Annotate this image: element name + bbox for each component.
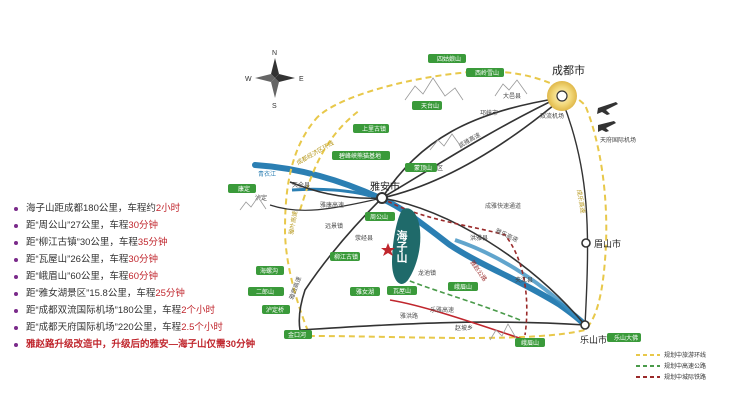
meishan-label: 眉山市 [594,238,621,249]
tag-leshanbig[interactable]: 乐山大佛 [614,334,638,342]
bullet-icon [14,326,18,330]
river-qingyi [252,162,588,328]
tag-jinkou[interactable]: 金口河 [288,331,306,339]
rail-route [381,197,528,336]
info-row-tianfu: 距“成都天府国际机场”220公里，车程2.5个小时 [14,319,274,336]
bullet-icon [14,292,18,296]
compass-e: E [299,76,304,83]
river-dadu [454,238,582,322]
chengdu-label: 成都市 [552,63,585,77]
tag-bifeng[interactable]: 碧峰峡熊猫基地 [339,152,381,160]
compass-n: N [272,50,277,57]
place-tianquan: 天全县 [292,181,310,189]
haizishan-label: 海子山 [395,229,408,264]
tag-mengding[interactable]: 蒙顶山 [414,164,432,172]
legend: 规划中旅游环线 规划中高速公路 规划中城际铁路 [636,351,706,381]
tag-yaqu[interactable]: 雅女湖 [356,288,374,296]
tag-luding[interactable]: 泸定桥 [266,306,284,314]
info-row-zhougong: 距“周公山”27公里，车程30分钟 [14,217,274,234]
yaan-label: 雅安市 [370,180,400,193]
compass: N S W E [245,50,304,110]
road-yahong: 雅洪路 [400,312,418,320]
bullet-icon [14,207,18,211]
ring-inner [299,109,361,211]
river-qingyi-label: 青衣江 [258,170,276,178]
distance-info-list: 海子山距成都180公里，车程约2小时 距“周公山”27公里，车程30分钟 距“柳… [14,200,274,353]
leshan-label: 乐山市 [580,334,607,345]
bullet-icon [14,258,18,262]
haizishan-peak [392,208,421,284]
river-branch [291,187,371,198]
tag-emei2[interactable]: 峨眉山 [454,283,472,291]
road-yakang: 雅康高速 [320,201,344,209]
info-row-wawu: 距“瓦屋山”26公里，车程30分钟 [14,251,274,268]
green-route [394,274,521,321]
tag-tiantai[interactable]: 天台山 [421,102,439,110]
place-shuangliu: 双流机场 [540,112,564,120]
bullet-icon [14,309,18,313]
compass-w: W [245,76,252,83]
bullet-icon [14,224,18,228]
bullet-icon [14,241,18,245]
highway-leya-south [299,321,586,331]
tag-emei[interactable]: 峨眉山 [521,339,539,347]
highway-chengya-3 [381,99,561,199]
highway-ring-east [561,99,589,326]
tag-zhougongshan[interactable]: 周公山 [370,213,388,221]
highway-yakang [289,181,383,200]
info-row-chengdu: 海子山距成都180公里，车程约2小时 [14,200,274,217]
place-qionglai: 邛崃市 [480,109,498,117]
tag-liujiang[interactable]: 柳江古镇 [334,253,358,261]
place-yuanzhan: 远景镇 [325,222,343,230]
yaan-marker[interactable] [376,192,388,204]
legend-ring: 规划中旅游环线 [664,351,706,359]
red-road [389,299,526,341]
place-tianfu: 天府国际机场 [600,136,636,144]
info-row-yaqu: 距“雅女湖景区”15.8公里，车程25分钟 [14,285,274,302]
compass-s: S [272,103,277,110]
info-row-note: 雅赵路升级改造中，升级后的雅安—海子山仅需30分钟 [14,336,274,353]
highway-chengya-2 [381,97,561,199]
tag-hailuogou[interactable]: 海螺沟 [260,267,278,275]
road-yale: 雅乐高速 [494,227,519,244]
info-row-emei: 距“峨眉山”60公里，车程60分钟 [14,268,274,285]
info-row-liujiang: 距“柳江古镇”30公里，车程35分钟 [14,234,274,251]
leshan-marker[interactable] [580,320,590,330]
bullet-icon [14,343,18,347]
mountain-sketches [239,77,528,341]
tag-shangli[interactable]: 上里古镇 [362,125,386,133]
tag-kangding[interactable]: 康定 [238,185,250,193]
tag-wawu[interactable]: 瓦屋山 [393,287,411,295]
place-hongya: 洪雅县 [470,234,488,242]
scenic-tags: 四姑娘山 西岭雪山 天台山 上里古镇 碧峰峡熊猫基地 蒙顶山 康定 周公山 柳江… [228,54,641,347]
place-zhaopo: 赵坡乡 [455,324,473,332]
place-jiajiang: 夹江县 [515,276,533,284]
highway-yaxi [298,197,383,331]
road-leya: 乐雅高速 [430,306,454,314]
place-yingjing: 荥经县 [355,234,373,242]
meishan-marker[interactable] [581,238,591,248]
info-row-shuangliu: 距“成都双流国际机场”180公里，车程2个小时 [14,302,274,319]
place-dayi: 大邑县 [503,92,521,100]
legend-highway: 规划中高速公路 [664,362,706,370]
bullet-icon [14,275,18,279]
highway-left [269,197,383,211]
tag-xiling[interactable]: 西岭雪山 [475,69,499,77]
road-kuaitong: 成雅快速通道 [485,202,521,210]
road-yaekang: 雅叶高速 [287,210,299,235]
tag-sigu[interactable]: 四姑娘山 [437,55,461,63]
highway-chengya [381,95,563,199]
tag-erlang[interactable]: 二郎山 [256,288,274,296]
location-star [381,243,395,256]
highway-yale [381,197,586,326]
road-yaxi: 雅西高速 [287,275,303,300]
airplane-icon [597,102,618,132]
place-longchi: 龙池镇 [418,269,436,277]
legend-rail: 规划中城际铁路 [664,373,706,381]
place-luding: 泸定 [255,194,267,202]
